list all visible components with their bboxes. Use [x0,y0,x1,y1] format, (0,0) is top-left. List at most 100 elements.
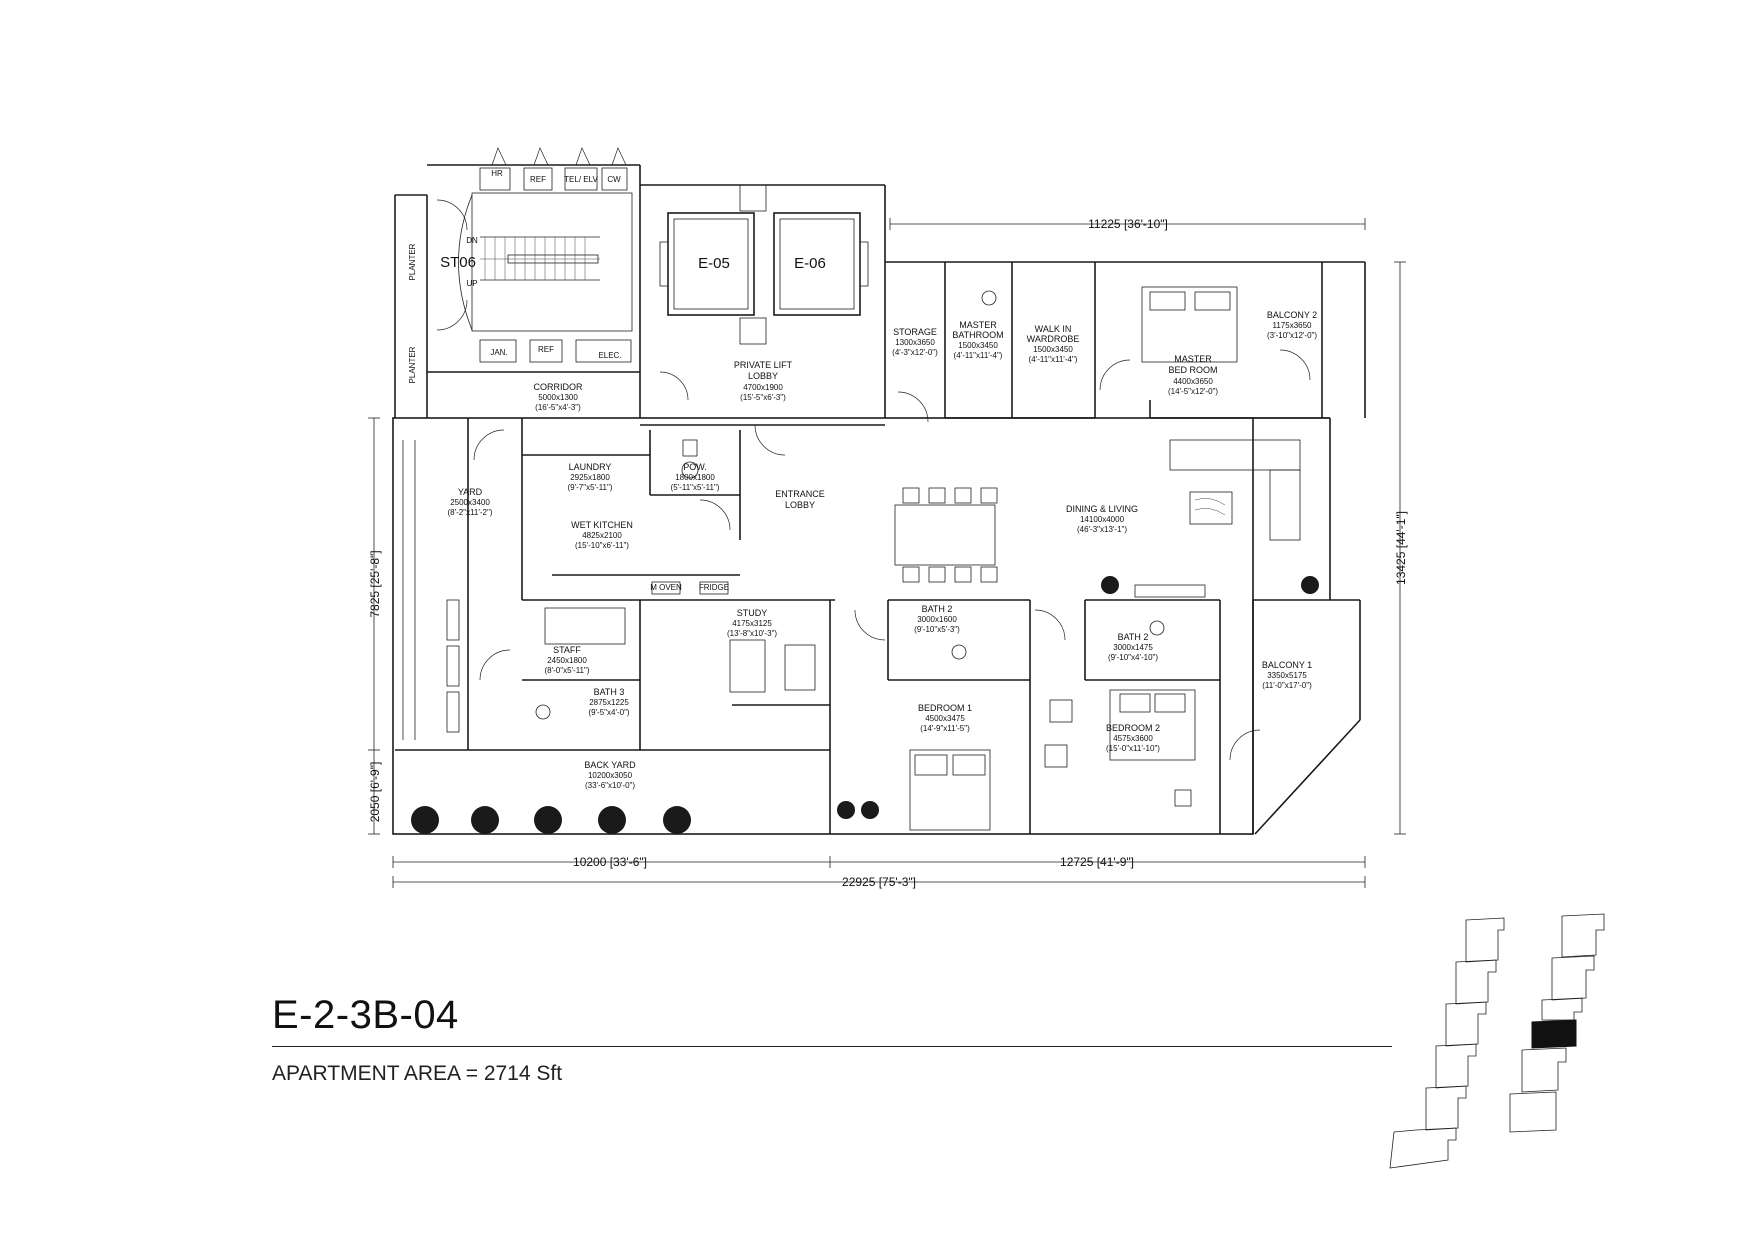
room-dim-ft: (8'-0"x5'-11") [544,666,589,675]
room-name: WET KITCHEN [571,520,633,530]
room-dim-ft: (9'-5"x4'-0") [588,708,630,717]
room-dim-mm: 2925x1800 [570,473,610,482]
stair-core: DN ST06 UP HR REF TEL/ ELV CW JAN. REF E… [394,147,633,419]
room-back-yard: BACK YARD 10200x3050 (33'-6"x10'-0") [584,760,636,790]
room-dim-ft: (15'-5"x6'-3") [740,393,786,402]
room-study: STUDY 4175x3125 (13'-8"x10'-3") [727,608,777,638]
stair-label: ST06 [440,254,476,271]
ref-top-tag: REF [530,175,546,184]
key-plan-highlight-unit [1531,1019,1577,1049]
hr-tag: HR [491,169,503,178]
room-dim-mm: 5000x1300 [538,393,578,402]
room-dim-mm: 2875x1225 [589,698,629,707]
room-staff: STAFF 2450x1800 (8'-0"x5'-11") [544,645,589,675]
key-plan-left-tower [1389,917,1505,1169]
apartment-area-text: APARTMENT AREA = 2714 Sft [272,1062,563,1085]
stair-dn-label: DN [466,236,478,245]
dim-bottom-right: 12725 [41'-9"] [1060,855,1134,869]
room-name-2: LOBBY [748,371,778,381]
stair-up-label: UP [466,279,477,288]
room-bedroom-1: BEDROOM 1 4500x3475 (14'-9"x11'-5") [918,703,972,733]
key-plan [1389,913,1605,1169]
room-dim-mm: 1300x3650 [895,338,935,347]
key-plan-right-tower [1509,913,1605,1133]
room-dim-ft: (9'-10"x5'-3") [914,625,960,634]
room-dim-mm: 2500x3400 [450,498,490,507]
room-name: BACK YARD [584,760,636,770]
door-swings [473,349,1311,761]
room-name-2: LOBBY [785,500,815,510]
dim-bottom-left: 10200 [33'-6"] [573,855,647,869]
room-entrance-lobby: ENTRANCE LOBBY [775,489,825,510]
room-dim-ft: (16'-5"x4'-3") [535,403,581,412]
room-corridor: CORRIDOR 5000x1300 (16'-5"x4'-3") [534,382,583,412]
oven-tag: M OVEN [650,583,682,592]
furniture: M OVEN FRIDGE [402,286,1319,834]
dim-left-upper: 7825 [25'-8"] [368,550,382,617]
room-name: LAUNDRY [569,462,612,472]
room-dim-ft: (5'-11"x5'-11") [671,483,720,492]
room-name: STORAGE [893,327,937,337]
lift-e05-label: E-05 [698,255,730,272]
outer-walls [392,164,1366,835]
room-laundry: LAUNDRY 2925x1800 (9'-7"x5'-11") [567,462,612,492]
cw-tag: CW [607,175,621,184]
room-master-bathroom: MASTER BATHROOM 1500x3450 (4'-11"x11'-4"… [952,320,1003,360]
room-dim-mm: 4175x3125 [732,619,772,628]
room-dim-ft: (15'-10"x6'-11") [575,541,629,550]
planter-label-bottom: PLANTER [408,346,417,383]
room-dim-mm: 3000x1600 [917,615,957,624]
room-dim-ft: (3'-10"x12'-0") [1267,331,1317,340]
room-dim-mm: 4575x3600 [1113,734,1153,743]
room-name: ENTRANCE [775,489,825,499]
room-storage: STORAGE 1300x3650 (4'-3"x12'-0") [892,327,938,357]
room-bedroom-2: BEDROOM 2 4575x3600 (15'-0"x11'-10") [1106,723,1160,753]
room-name: PRIVATE LIFT [734,360,793,370]
room-master-bedroom: MASTER BED ROOM 4400x3650 (14'-5"x12'-0"… [1168,354,1218,396]
room-dim-mm: 4825x2100 [582,531,622,540]
room-name: POW. [683,462,707,472]
fridge-tag: FRIDGE [699,583,729,592]
room-balcony-2: BALCONY 2 1175x3650 (3'-10"x12'-0") [1267,310,1318,340]
dim-top: 11225 [36'-10"] [1088,217,1168,231]
room-dim-ft: (8'-2"x11'-2") [447,508,492,517]
room-name-2: BED ROOM [1168,365,1217,375]
room-name: STAFF [553,645,581,655]
room-powder: POW. 1800x1800 (5'-11"x5'-11") [671,462,720,492]
room-dim-ft: (46'-3"x13'-1") [1077,525,1127,534]
room-bath-2-left: BATH 2 3000x1600 (9'-10"x5'-3") [914,604,960,634]
room-bath-3: BATH 3 2875x1225 (9'-5"x4'-0") [588,687,630,717]
title-divider [272,1046,1392,1047]
room-labels: CORRIDOR 5000x1300 (16'-5"x4'-3") PRIVAT… [447,310,1317,790]
room-dim-mm: 4500x3475 [925,714,965,723]
unit-code-title: E-2-3B-04 [272,993,459,1037]
room-dim-mm: 2450x1800 [547,656,587,665]
room-wet-kitchen: WET KITCHEN 4825x2100 (15'-10"x6'-11") [571,520,633,550]
planter-label-top: PLANTER [408,243,417,280]
room-dim-mm: 10200x3050 [588,771,633,780]
room-bath-2-right: BATH 2 3000x1475 (9'-10"x4'-10") [1108,632,1158,662]
lift-e06-label: E-06 [794,255,826,272]
room-name: BALCONY 2 [1267,310,1317,320]
room-name: BALCONY 1 [1262,660,1312,670]
room-dim-ft: (4'-3"x12'-0") [892,348,938,357]
dim-right: 13425 [44'-1"] [1394,511,1408,585]
interior-walls [395,262,1330,834]
room-dim-ft: (4'-11"x11'-4") [1029,355,1078,364]
room-name: WALK IN [1035,324,1072,334]
room-dining-living: DINING & LIVING 14100x4000 (46'-3"x13'-1… [1066,504,1138,534]
room-name-2: BATHROOM [952,330,1003,340]
room-walk-in-wardrobe: WALK IN WARDROBE 1500x3450 (4'-11"x11'-4… [1027,324,1080,364]
room-name: BATH 2 [1118,632,1149,642]
room-dim-ft: (4'-11"x11'-4") [954,351,1003,360]
dim-bottom-total: 22925 [75'-3"] [842,875,916,889]
room-dim-ft: (9'-7"x5'-11") [567,483,612,492]
yard-louvres [402,440,416,740]
room-dim-mm: 4700x1900 [743,383,783,392]
room-balcony-1: BALCONY 1 3350x5175 (11'-0"x17'-0") [1262,660,1312,690]
room-dim-ft: (14'-9"x11'-5") [920,724,970,733]
room-name: BEDROOM 2 [1106,723,1160,733]
room-dim-ft: (11'-0"x17'-0") [1262,681,1312,690]
elec-tag: ELEC. [598,351,621,360]
